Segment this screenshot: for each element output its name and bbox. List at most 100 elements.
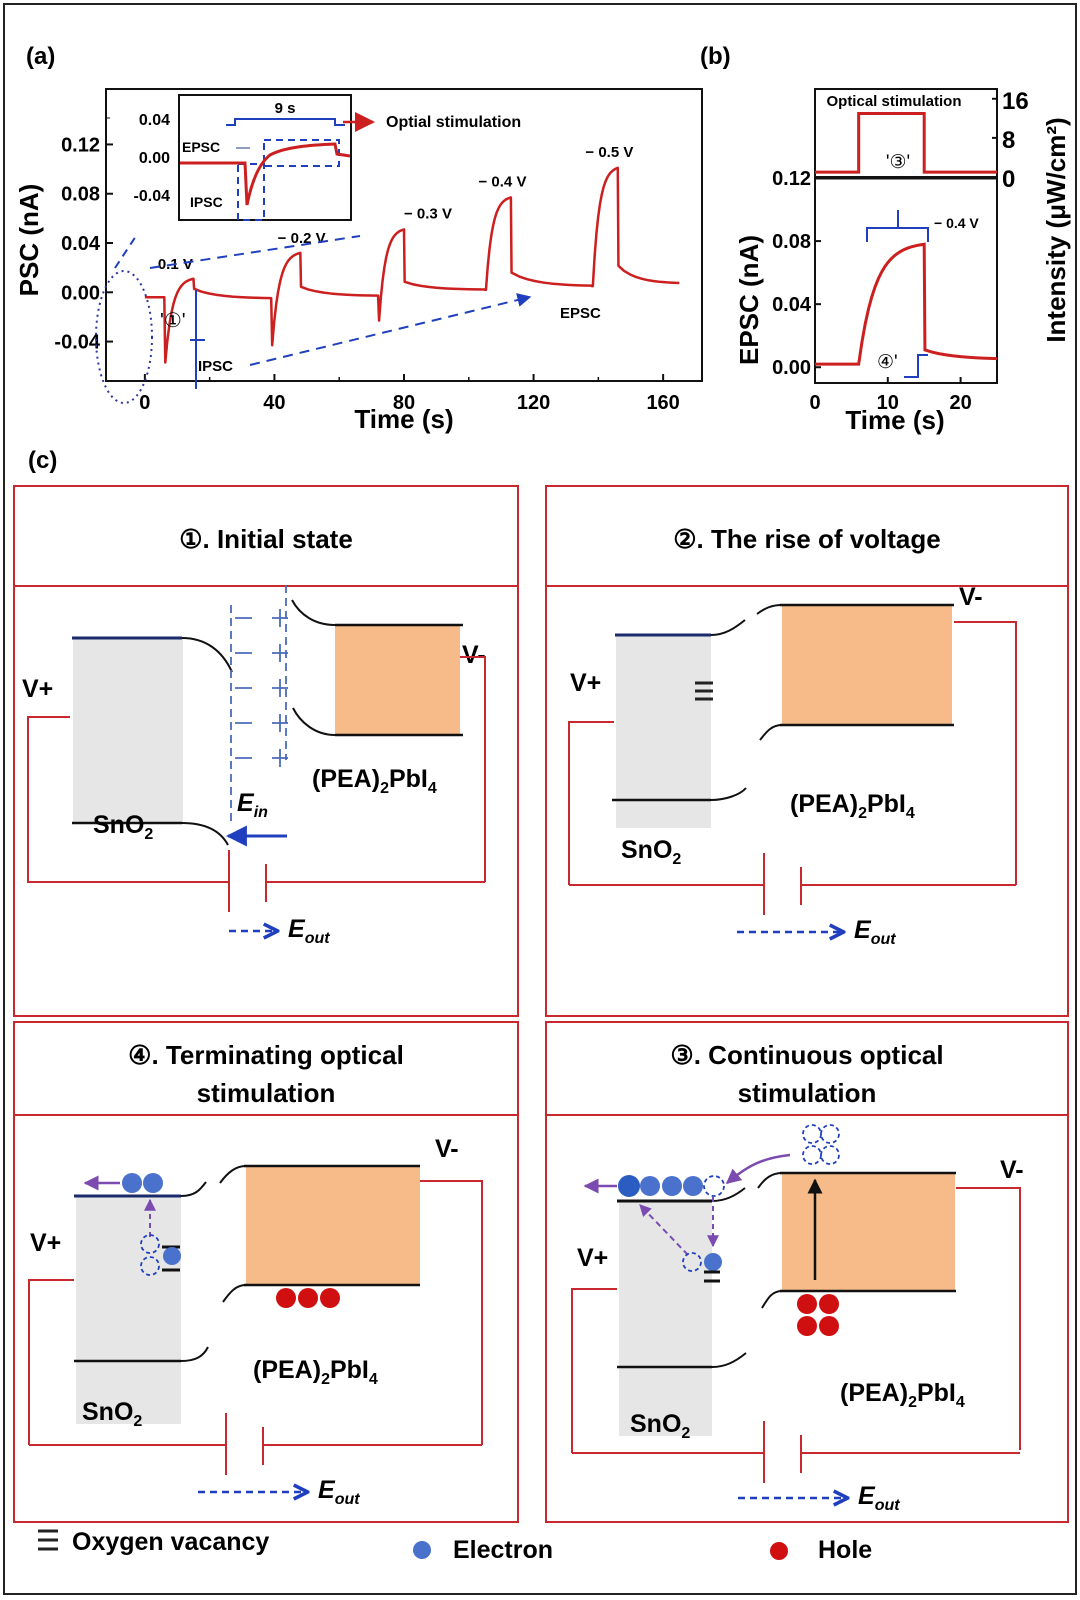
perovskite-bend-top [756, 604, 783, 615]
v-minus-label: V- [462, 641, 486, 669]
electron-icon [143, 1173, 163, 1193]
chart-a-xtick-label: 40 [263, 392, 285, 414]
inset-duration-label: 9 s [275, 100, 296, 117]
eout-label-sub: out [875, 1497, 901, 1514]
chart-b-y-ticks: 0.00 0.04 0.08 0.12 [772, 168, 821, 379]
chart-b-ytick-label: 0.04 [772, 294, 812, 316]
sno2-label-main: SnO [82, 1398, 133, 1426]
positive-charge-icon [272, 679, 288, 697]
chart-b-y2label: Intensity (μW/cm²) [1041, 117, 1071, 342]
chart-b-ytick-label: 0.12 [772, 168, 811, 190]
chart-a-xtick-label: 0 [139, 392, 150, 414]
panel-label-a: (a) [26, 43, 55, 70]
hole-icon [797, 1316, 817, 1336]
chart-a-highlight-ellipse [95, 270, 153, 404]
legend-hole: Hole [770, 1536, 872, 1564]
circuit-wire-vminus [460, 656, 486, 882]
chart-b-ytick-label: 0.00 [772, 357, 811, 379]
pea-sub: 2 [380, 780, 389, 797]
hole-icon [276, 1288, 296, 1308]
panel-frame [545, 485, 1069, 1017]
panel-title-line-1: ④. Terminating optical [128, 1040, 404, 1070]
hole-icon [298, 1288, 318, 1308]
circuit-wire-left [27, 880, 229, 883]
pea-sub: 2 [908, 1394, 917, 1411]
sno2-band [616, 635, 711, 828]
ein-label-main: E [237, 789, 255, 817]
legend-oxygen-vacancy-label: Oxygen vacancy [72, 1528, 269, 1556]
chart-b-y2tick-label: 16 [1002, 88, 1029, 115]
chart-a-bracket-1 [190, 290, 205, 389]
band-bending-bottom [710, 787, 747, 801]
diagram-panel-p2: ②. The rise of voltage [545, 485, 1069, 1017]
band-bending-top [181, 637, 233, 673]
chart-b-xtick-label: 20 [949, 392, 971, 414]
chart-a-voltage-label: − 0.4 V [479, 173, 527, 190]
outer-frame [3, 3, 1077, 1595]
chart-b-stimulation-curve [815, 111, 997, 174]
empty-electron-site-icon [682, 1252, 702, 1272]
chart-a-xtick-label: 80 [393, 392, 415, 414]
chart-a-ytick-label: 0.12 [61, 134, 100, 156]
band-bending-top [711, 1187, 746, 1202]
v-minus-label: V- [1000, 1156, 1024, 1184]
circuit-wire-vplus [27, 716, 70, 880]
panel-label-b: (b) [700, 43, 731, 70]
perovskite-bend-top [219, 1165, 247, 1184]
perovskite-band [335, 625, 460, 735]
ein-label: Ein [237, 789, 268, 821]
circuit-wire-vminus [956, 1187, 1021, 1450]
sno2-band [619, 1201, 712, 1436]
inset-stimulation-label: Optial stimulation [386, 114, 521, 131]
sno2-label: SnO2 [82, 1398, 142, 1430]
empty-electron-site-icon [820, 1124, 840, 1144]
legend: Oxygen vacancy Electron Hole [38, 1528, 872, 1564]
pea-sub: 2 [321, 1371, 330, 1388]
perovskite-bend-bottom [292, 707, 336, 736]
electron-icon [704, 1253, 722, 1271]
hole-icon [797, 1294, 817, 1314]
empty-electron-site-icon [140, 1234, 160, 1254]
chart-a-marker-1: '①' [160, 310, 186, 332]
sno2-label-main: SnO [630, 1410, 681, 1438]
perovskite-label: (PEA)2PbI4 [790, 790, 915, 822]
chart-a-epsc-label: EPSC [560, 305, 601, 322]
pea-sub: 2 [858, 805, 867, 822]
chart-b-xtick-label: 0 [809, 392, 820, 414]
pea-main: (PEA) [840, 1379, 908, 1407]
circuit-wire-vplus [568, 721, 614, 885]
inset-ipsc-box [237, 163, 265, 221]
chart-b-ytick-label: 0.08 [772, 231, 811, 253]
circuit-wire-vminus [420, 1180, 483, 1445]
electron-icon [683, 1176, 703, 1196]
chart-a-y-ticks: -0.040.000.040.080.12 [54, 134, 113, 354]
eout-label: Eout [854, 916, 896, 948]
sno2-label-main: SnO [93, 811, 144, 839]
v-plus-label: V+ [577, 1244, 608, 1272]
inset-ipsc-label: IPSC [190, 194, 223, 210]
band-bending-top [710, 619, 746, 636]
electron-icon [640, 1176, 660, 1196]
eout-label-main: E [854, 916, 872, 944]
oxygen-vacancy-icon [704, 1270, 720, 1283]
chart-b-y2tick-label: 8 [1002, 127, 1015, 154]
eout-label-main: E [858, 1482, 876, 1510]
panel-frame [13, 1021, 519, 1523]
chart-b-voltage-label: − 0.4 V [934, 215, 979, 231]
perovskite-label: (PEA)2PbI4 [312, 765, 437, 797]
electron-icon [618, 1175, 640, 1197]
perovskite-band [782, 1173, 955, 1291]
diagram-panel-p1: ①. Initial state [13, 485, 519, 1017]
panel-title-line-1: ③. Continuous optical [670, 1040, 943, 1070]
pbi-sub: 4 [906, 805, 915, 822]
eout-label-main: E [318, 1476, 336, 1504]
sno2-band [73, 638, 183, 823]
chart-b-bracket-bottom [904, 354, 928, 378]
panel-title: ①. Initial state [179, 524, 353, 554]
empty-electron-site-icon [140, 1256, 160, 1276]
